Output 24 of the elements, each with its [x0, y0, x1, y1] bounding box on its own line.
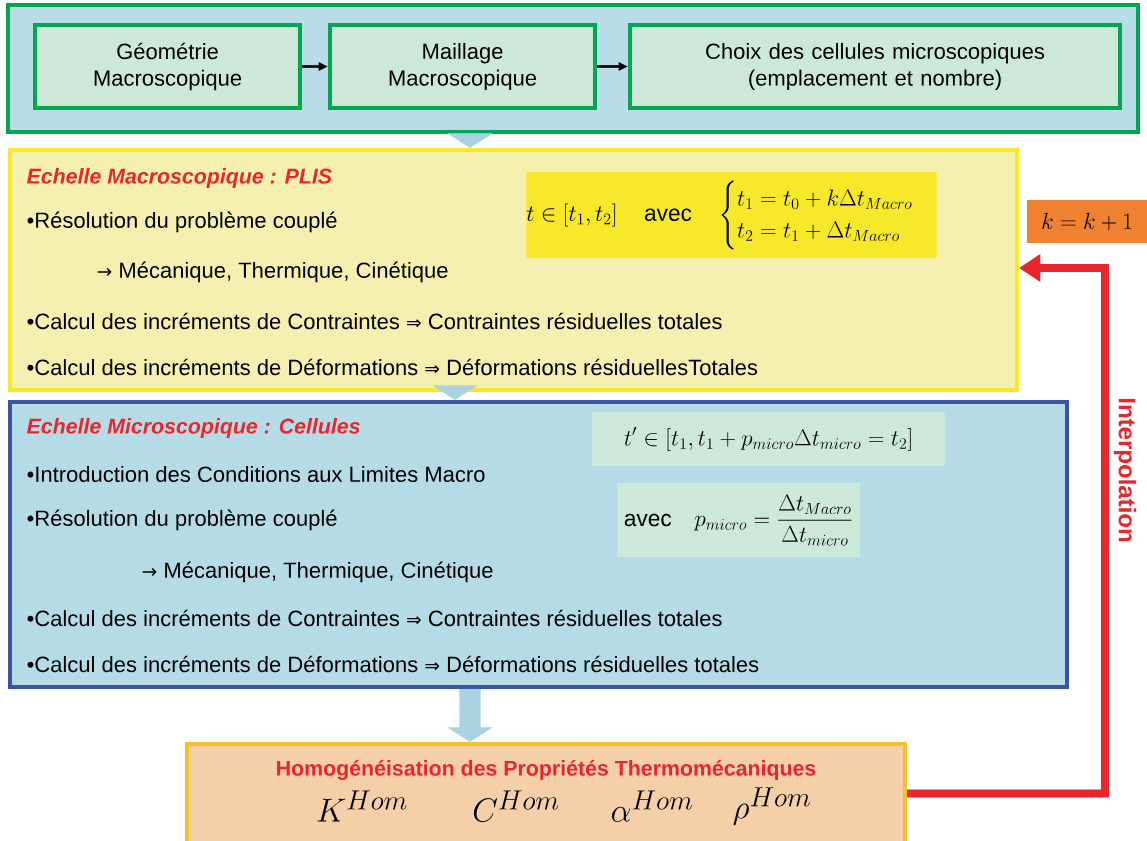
panel-title: Echelle Macroscopique : PLIS	[27, 168, 332, 188]
process-box: Choix des cellules microscopiques (emplacement et nombre)	[628, 23, 1122, 110]
counter-box: $k=k+1$	[1027, 200, 1147, 243]
bullet-text: •Résolution du problème couplé	[27, 509, 337, 531]
formula-box: $t\in\left[t_1,t_2\right]\quad\mathrm{avec}\quad\begin{cases}t_1=t_0+k\Delta t_{Macro}\\ t_2=t_1+\Delta t_{Macro}\end{cases}$	[526, 172, 937, 258]
sub-text: → Mécanique, Thermique, Cinétique	[142, 561, 493, 583]
formula-box: $t'\in\left[t_1,t_1+p_{micro}\Delta t_{micro}=t_2\right]$	[592, 412, 945, 466]
formula: $\alpha^{Hom}$	[611, 790, 692, 822]
formula: $C^{Hom}$	[473, 790, 559, 823]
sub-text: → Mécanique, Thermique, Cinétique	[97, 261, 448, 283]
formula-box: $\mathrm{avec}\quad p_{micro}=\frac{\Delta t_{Macro}}{\Delta t_{micro}}$	[617, 483, 860, 557]
formula: $\rho^{Hom}$	[733, 787, 810, 826]
bullet-text: •Calcul des incréments de Contraintes ⇒ Contraintes résiduelles totales	[27, 609, 722, 627]
panel-title: Homogénéisation des Propriétés Thermomécaniques	[277, 759, 816, 781]
bullet-text: •Résolution du problème couplé	[27, 211, 337, 233]
edge-label: Interpolation	[1112, 396, 1138, 544]
process-box: Maillage Macroscopique	[328, 23, 597, 110]
process-box: Géométrie Macroscopique	[33, 23, 302, 110]
bullet-text: •Calcul des incréments de Contraintes ⇒ Contraintes résiduelles totales	[27, 312, 722, 330]
formula: $K^{Hom}$	[317, 790, 407, 822]
bullet-text: •Calcul des incréments de Déformations ⇒ Déformations résiduellesTotales	[27, 358, 758, 376]
bullet-text: •Introduction des Conditions aux Limites Macro	[27, 465, 485, 483]
panel-title: Echelle Microscopique : Cellules	[27, 418, 360, 438]
bullet-text: •Calcul des incréments de Déformations ⇒ Déformations résiduelles totales	[27, 655, 759, 673]
